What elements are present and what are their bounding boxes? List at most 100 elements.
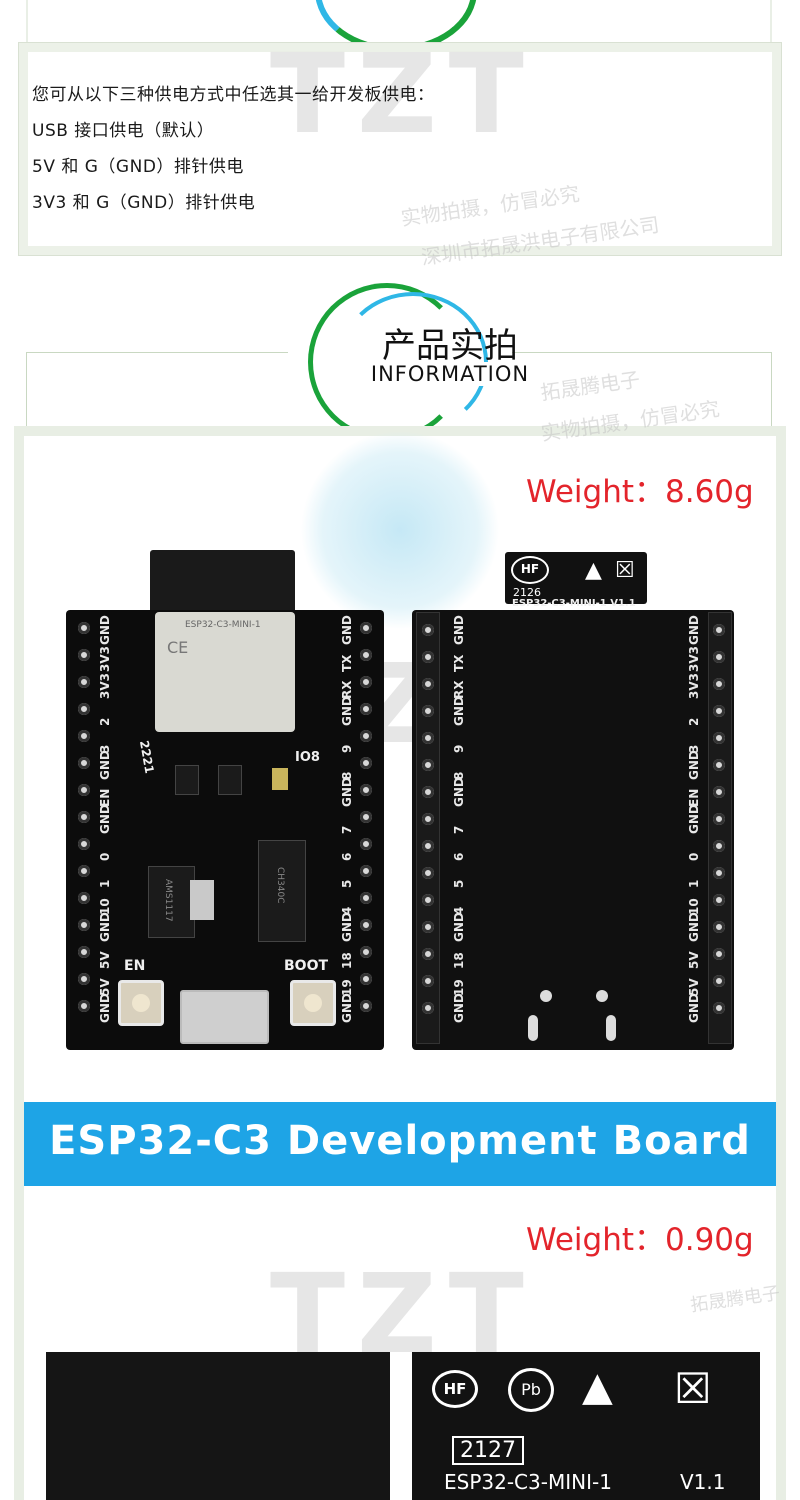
pin-label: GND bbox=[687, 993, 701, 1023]
header-pin bbox=[713, 975, 725, 987]
pin-label: GND bbox=[452, 615, 466, 645]
header-pin bbox=[422, 678, 434, 690]
esd-icon: ▲ bbox=[582, 1364, 613, 1410]
weee-icon: ☒ bbox=[615, 558, 635, 583]
boot-button-cap bbox=[304, 994, 322, 1012]
header-pin bbox=[360, 730, 372, 742]
pin-header-right bbox=[360, 622, 374, 1027]
header-pin bbox=[713, 813, 725, 825]
pin-label: GND bbox=[340, 696, 354, 726]
back-pin-header-right bbox=[713, 624, 727, 1029]
back-via bbox=[596, 990, 608, 1002]
pin-label: 10 bbox=[98, 898, 112, 915]
boot-label: BOOT bbox=[284, 958, 329, 974]
pin-label: 9 bbox=[452, 744, 466, 753]
pin-label: GND bbox=[340, 912, 354, 942]
pin-label: 19 bbox=[452, 979, 466, 996]
section-title: 产品实拍 bbox=[382, 326, 518, 366]
pin-label: 7 bbox=[340, 825, 354, 834]
pin-label: 18 bbox=[340, 952, 354, 969]
module-closeup-back: HF Pb ▲ ☒ 2127 ESP32-C3-MINI-1 V1.1 bbox=[412, 1352, 760, 1500]
usb-shell-pad bbox=[606, 1015, 616, 1041]
power-option-5v: 5V 和 G（GND）排针供电 bbox=[32, 157, 244, 177]
header-pin bbox=[360, 649, 372, 661]
pin-label: 1 bbox=[687, 879, 701, 888]
module-weight: Weight：0.90g bbox=[526, 1222, 754, 1258]
header-pin bbox=[78, 946, 90, 958]
header-pin bbox=[422, 975, 434, 987]
header-pin bbox=[360, 838, 372, 850]
ldo-tab bbox=[190, 880, 214, 920]
top-divider-left bbox=[26, 0, 28, 42]
pin-label: GND bbox=[98, 993, 112, 1023]
pin-label: GND bbox=[687, 750, 701, 780]
pin-label: 1 bbox=[98, 879, 112, 888]
header-pin bbox=[422, 624, 434, 636]
pin-label: 5V bbox=[98, 951, 112, 969]
section-subtitle: INFORMATION bbox=[350, 362, 550, 386]
pin-label: 3V3 bbox=[687, 673, 701, 699]
header-pin bbox=[78, 892, 90, 904]
pin-label: 3V3 bbox=[687, 646, 701, 672]
esd-icon: ▲ bbox=[585, 558, 602, 583]
header-pin bbox=[713, 705, 725, 717]
watermark-logo: TZT bbox=[270, 30, 536, 158]
header-pin bbox=[360, 973, 372, 985]
board-weight: Weight：8.60g bbox=[526, 474, 754, 510]
pin-label: 8 bbox=[452, 771, 466, 780]
header-rule-left bbox=[26, 352, 288, 353]
power-info-intro: 您可从以下三种供电方式中任选其一给开发板供电： bbox=[32, 85, 435, 105]
pin-label: GND bbox=[98, 912, 112, 942]
header-pin bbox=[713, 1002, 725, 1014]
header-rule-right bbox=[512, 352, 772, 353]
pin-label: 18 bbox=[452, 952, 466, 969]
en-button[interactable] bbox=[118, 980, 164, 1026]
pin-label: GND bbox=[452, 993, 466, 1023]
pin-label: GND bbox=[98, 615, 112, 645]
header-pin bbox=[713, 624, 725, 636]
pin-label: 5 bbox=[452, 879, 466, 888]
pin-label: EN bbox=[98, 788, 112, 807]
power-info-panel bbox=[28, 52, 772, 246]
pin-label: GND bbox=[452, 696, 466, 726]
header-pin bbox=[360, 622, 372, 634]
pin-label: 3 bbox=[687, 744, 701, 753]
header-pin bbox=[78, 703, 90, 715]
usb-shell-pad bbox=[528, 1015, 538, 1041]
pin-label: 0 bbox=[98, 852, 112, 861]
module-back-label: ESP32-C3-MINI-1 V1.1 bbox=[512, 598, 636, 609]
header-pin bbox=[422, 786, 434, 798]
pin-label: 4 bbox=[452, 906, 466, 915]
watermark-swirl bbox=[300, 430, 500, 630]
header-pin bbox=[713, 732, 725, 744]
pin-label: 3V3 bbox=[98, 646, 112, 672]
header-rule-left-vertical bbox=[26, 352, 27, 426]
pin-label: GND bbox=[687, 615, 701, 645]
date-code: 2126 bbox=[513, 586, 541, 599]
micro-usb-port[interactable] bbox=[180, 990, 269, 1044]
pin-label: 5V bbox=[687, 951, 701, 969]
watermark-text: 拓晟腾电子 bbox=[539, 367, 642, 405]
ldo-regulator: AMS1117 bbox=[148, 866, 195, 938]
date-code: 2127 bbox=[452, 1436, 524, 1465]
header-pin bbox=[78, 838, 90, 850]
en-button-cap bbox=[132, 994, 150, 1012]
pin-label: 5 bbox=[340, 879, 354, 888]
pin-label: GND bbox=[452, 912, 466, 942]
boot-button[interactable] bbox=[290, 980, 336, 1026]
header-pin bbox=[422, 948, 434, 960]
header-pin bbox=[360, 811, 372, 823]
header-pin bbox=[422, 759, 434, 771]
devboard-back bbox=[412, 610, 734, 1050]
pin-label: 3V3 bbox=[98, 673, 112, 699]
header-pin bbox=[422, 867, 434, 879]
header-pin bbox=[422, 813, 434, 825]
pin-label: GND bbox=[687, 804, 701, 834]
header-pin bbox=[422, 705, 434, 717]
power-option-usb: USB 接口供电（默认） bbox=[32, 121, 215, 141]
pin-label: TX bbox=[452, 654, 466, 672]
pin-label: GND bbox=[98, 804, 112, 834]
transistor bbox=[175, 765, 199, 795]
module-label: ESP32-C3-MINI-1 bbox=[444, 1470, 612, 1494]
header-pin bbox=[360, 757, 372, 769]
